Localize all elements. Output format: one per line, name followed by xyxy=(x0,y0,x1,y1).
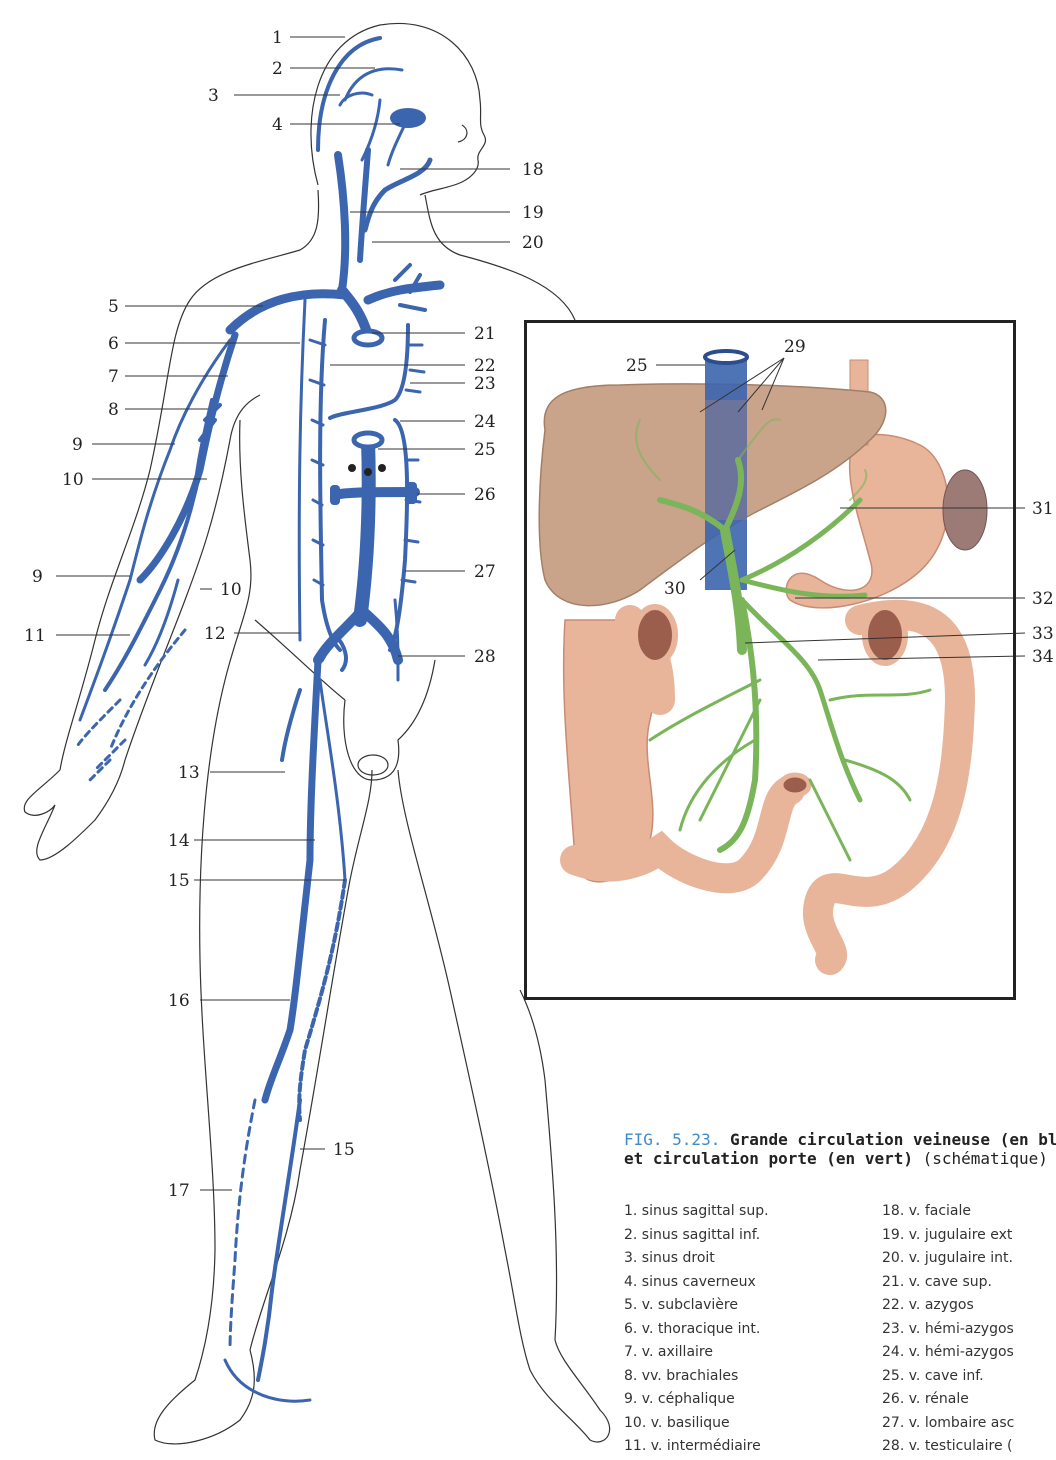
legend-item: 18. v. faciale xyxy=(882,1200,1056,1224)
legend-item: 22. v. azygos xyxy=(882,1294,1056,1318)
label-15-lower: 15 xyxy=(333,1140,355,1160)
label-1: 1 xyxy=(272,28,283,48)
label-10-upper: 10 xyxy=(62,470,84,490)
label-32: 32 xyxy=(1032,589,1054,609)
legend-item: 19. v. jugulaire ext xyxy=(882,1224,1056,1248)
label-5: 5 xyxy=(108,297,119,317)
label-8: 8 xyxy=(108,400,119,420)
label-22: 22 xyxy=(474,356,496,376)
label-16: 16 xyxy=(168,991,190,1011)
inset-frame xyxy=(524,320,1016,1000)
label-31: 31 xyxy=(1032,499,1054,519)
legend-column-2: 18. v. faciale 19. v. jugulaire ext 20. … xyxy=(882,1200,1056,1459)
label-9-lower: 9 xyxy=(32,567,43,587)
label-24: 24 xyxy=(474,412,496,432)
label-12: 12 xyxy=(204,624,226,644)
label-25: 25 xyxy=(474,440,496,460)
legend-item: 3. sinus droit xyxy=(624,1247,874,1271)
legend-item: 1. sinus sagittal sup. xyxy=(624,1200,874,1224)
label-26: 26 xyxy=(474,485,496,505)
caption-line-2: et circulation porte (en vert) (schémati… xyxy=(624,1149,1056,1168)
figure-number: FIG. 5.23. xyxy=(624,1130,720,1149)
label-14: 14 xyxy=(168,831,190,851)
legend-item: 24. v. hémi-azygos xyxy=(882,1341,1056,1365)
legend-item: 20. v. jugulaire int. xyxy=(882,1247,1056,1271)
label-9-upper: 9 xyxy=(72,435,83,455)
legend-item: 23. v. hémi-azygos xyxy=(882,1318,1056,1342)
legend-item: 28. v. testiculaire ( xyxy=(882,1435,1056,1459)
label-27: 27 xyxy=(474,562,496,582)
label-10-lower: 10 xyxy=(220,580,242,600)
label-7: 7 xyxy=(108,367,119,387)
figure-caption: FIG. 5.23. Grande circulation veineuse (… xyxy=(624,1130,1056,1168)
label-17: 17 xyxy=(168,1181,190,1201)
label-19: 19 xyxy=(522,203,544,223)
label-11: 11 xyxy=(24,626,46,646)
label-6: 6 xyxy=(108,334,119,354)
label-3: 3 xyxy=(208,86,219,106)
label-15-upper: 15 xyxy=(168,871,190,891)
legend-column-1: 1. sinus sagittal sup. 2. sinus sagittal… xyxy=(624,1200,874,1459)
label-28: 28 xyxy=(474,647,496,667)
label-33: 33 xyxy=(1032,624,1054,644)
caption-title-rest: (schématique) xyxy=(923,1149,1048,1168)
legend-item: 26. v. rénale xyxy=(882,1388,1056,1412)
label-21: 21 xyxy=(474,324,496,344)
legend-item: 10. v. basilique xyxy=(624,1412,874,1436)
label-2: 2 xyxy=(272,59,283,79)
legend-item: 2. sinus sagittal inf. xyxy=(624,1224,874,1248)
legend-item: 25. v. cave inf. xyxy=(882,1365,1056,1389)
label-4: 4 xyxy=(272,115,283,135)
legend-item: 9. v. céphalique xyxy=(624,1388,874,1412)
legend-item: 8. vv. brachiales xyxy=(624,1365,874,1389)
legend-item: 21. v. cave sup. xyxy=(882,1271,1056,1295)
legend-item: 4. sinus caverneux xyxy=(624,1271,874,1295)
caption-title-bold: et circulation porte (en vert) xyxy=(624,1149,913,1168)
caption-line-1: FIG. 5.23. Grande circulation veineuse (… xyxy=(624,1130,1056,1149)
legend-item: 5. v. subclavière xyxy=(624,1294,874,1318)
caption-title: Grande circulation veineuse (en bl xyxy=(730,1130,1056,1149)
legend-item: 11. v. intermédiaire xyxy=(624,1435,874,1459)
legend-item: 7. v. axillaire xyxy=(624,1341,874,1365)
label-34: 34 xyxy=(1032,647,1054,667)
label-23: 23 xyxy=(474,374,496,394)
label-20: 20 xyxy=(522,233,544,253)
legend-item: 27. v. lombaire asc xyxy=(882,1412,1056,1436)
label-13: 13 xyxy=(178,763,200,783)
legend-item: 6. v. thoracique int. xyxy=(624,1318,874,1342)
label-18: 18 xyxy=(522,160,544,180)
